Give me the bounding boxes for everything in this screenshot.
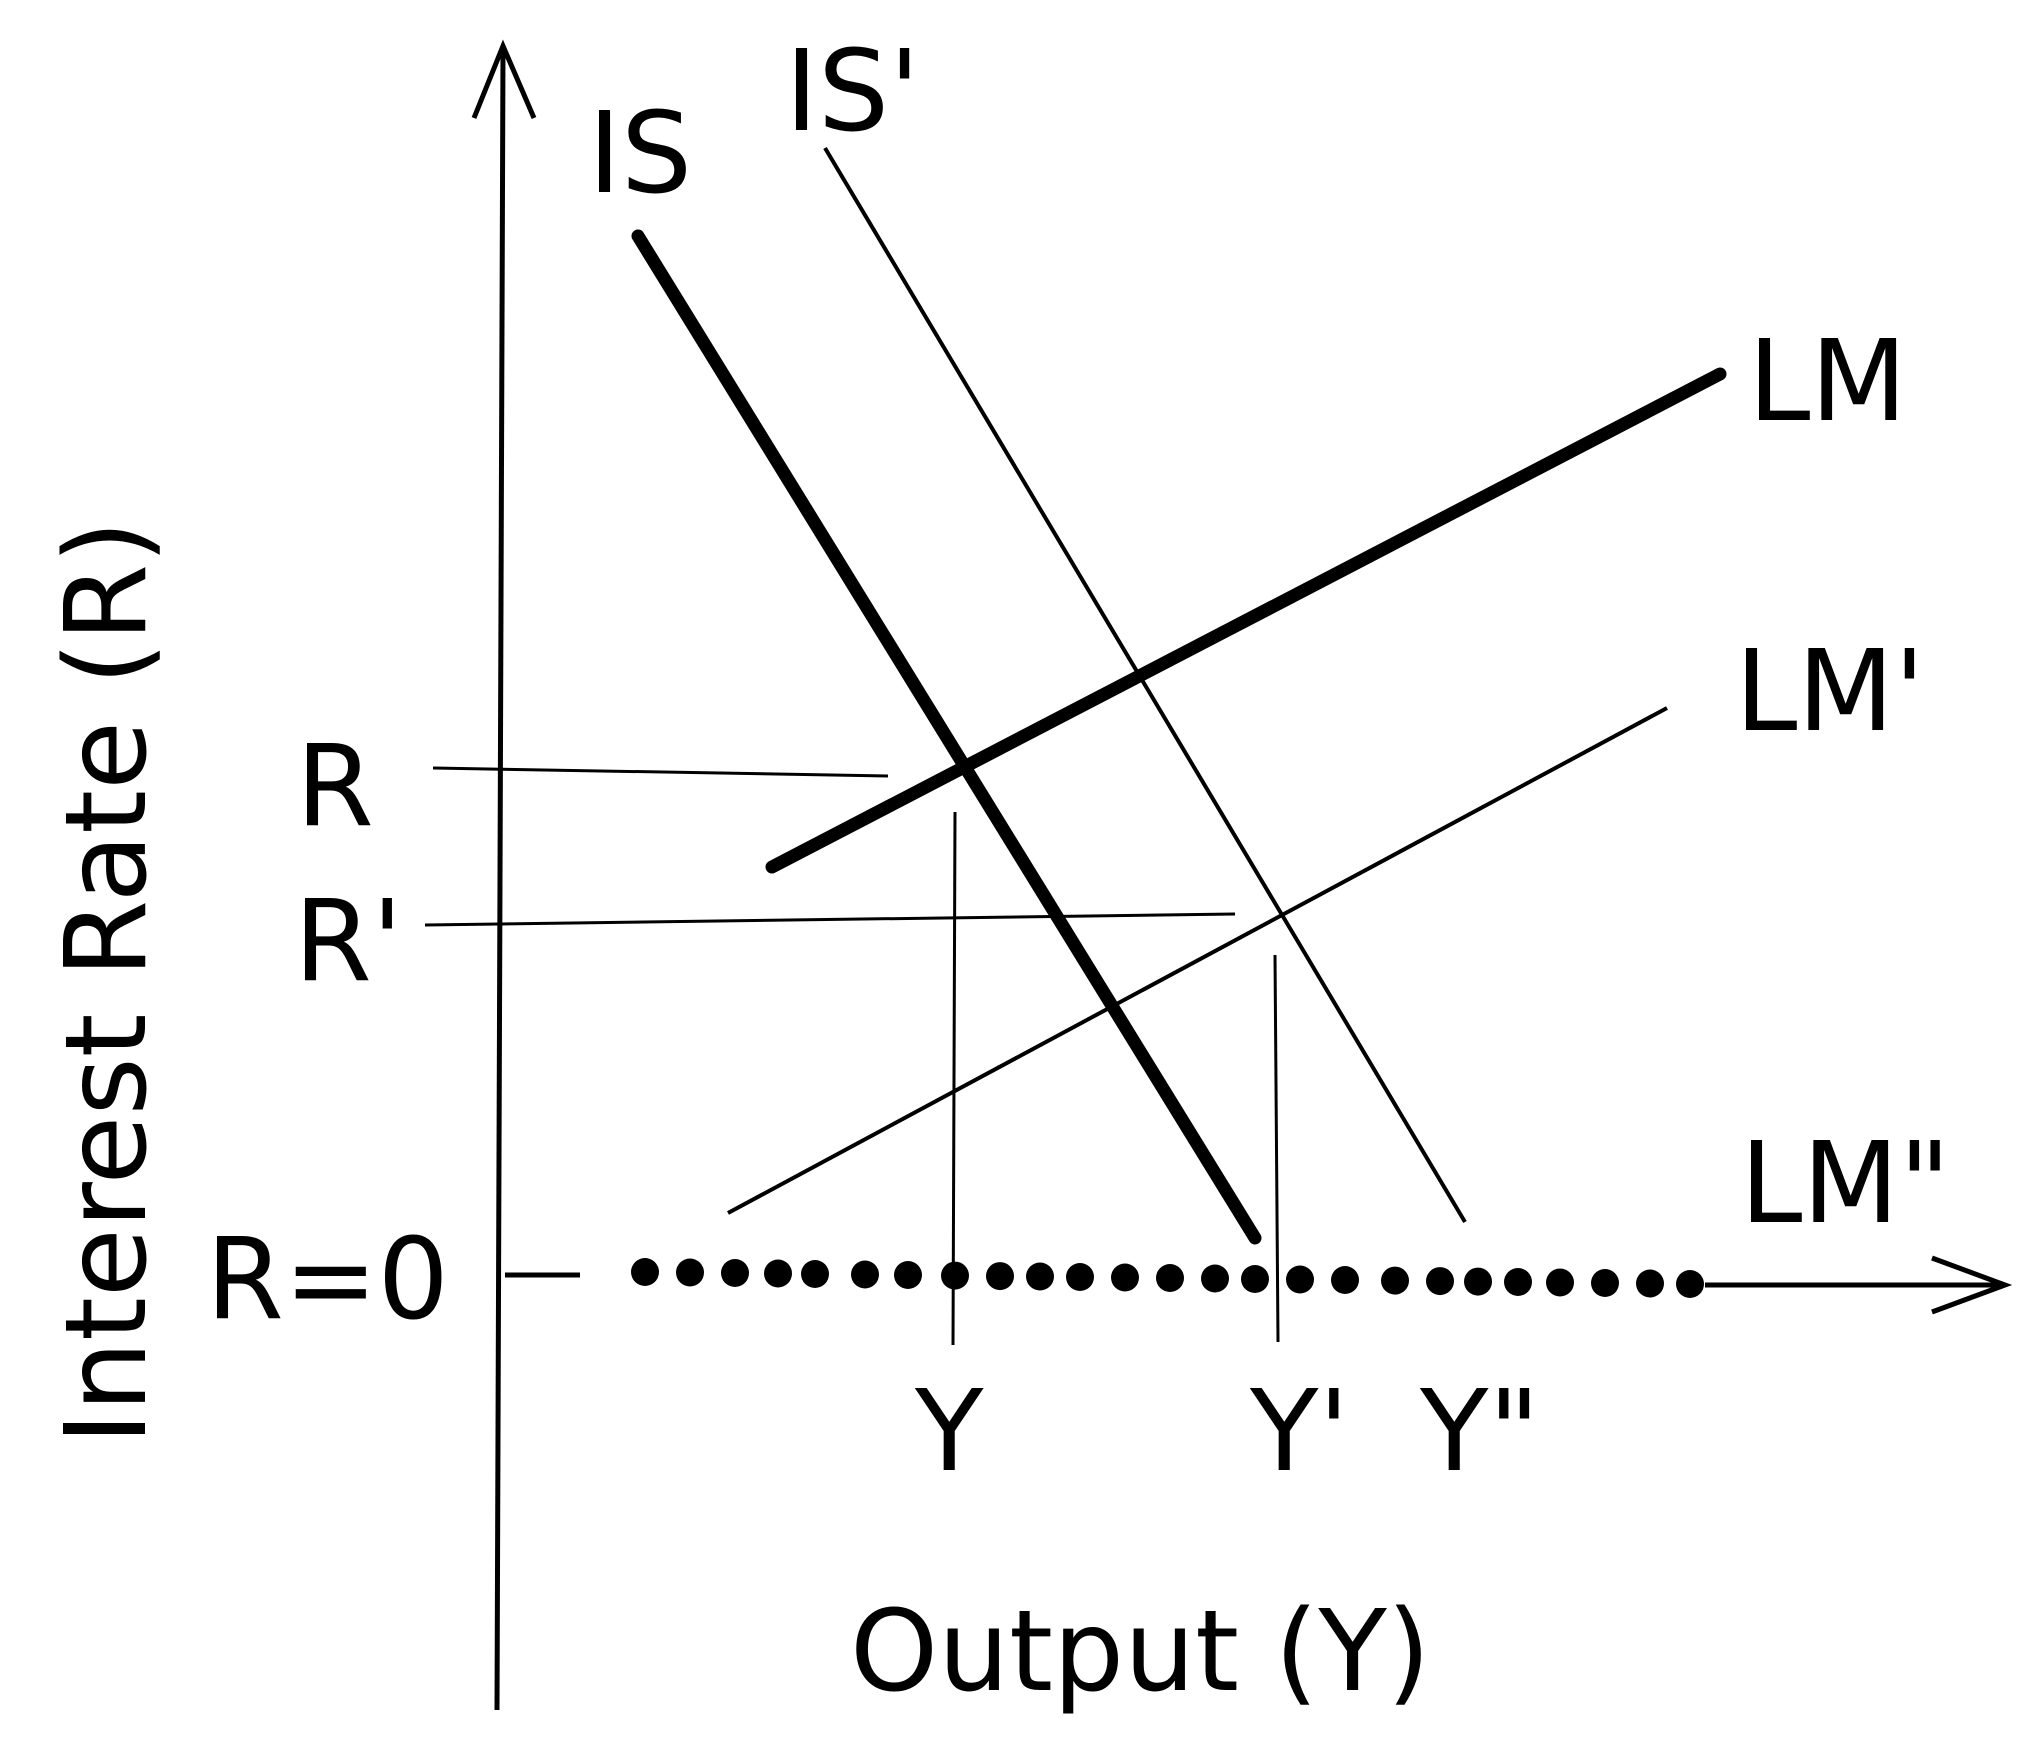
lm-dot bbox=[1026, 1262, 1054, 1291]
y-axis bbox=[494, 47, 506, 1711]
lm-double-prime-dotted-line bbox=[631, 1258, 1704, 1298]
lm-dot bbox=[894, 1261, 922, 1289]
x-axis-title: Output (Y) bbox=[850, 1587, 1430, 1717]
is-prime-curve bbox=[823, 146, 1467, 1224]
lm-dot bbox=[1504, 1268, 1532, 1296]
lm-dot bbox=[631, 1258, 659, 1286]
r-tick-label: R bbox=[296, 722, 374, 852]
lm-prime-curve bbox=[727, 706, 1668, 1215]
r-guide-line bbox=[432, 766, 889, 778]
lm-dot bbox=[1676, 1270, 1704, 1298]
y-guide-line bbox=[951, 811, 957, 1346]
lm-dot bbox=[941, 1261, 969, 1290]
lm-double-prime-label: LM" bbox=[1740, 1119, 1951, 1249]
lm-dot bbox=[1111, 1263, 1139, 1292]
y-axis-title: Interest Rate (R) bbox=[42, 520, 172, 1445]
lm-dot bbox=[1241, 1265, 1269, 1293]
x-axis-arrowhead bbox=[1931, 1255, 2013, 1315]
lm-label: LM bbox=[1748, 317, 1907, 447]
lm-dot bbox=[764, 1259, 792, 1288]
lm-dot bbox=[801, 1260, 829, 1288]
lm-dot bbox=[1636, 1269, 1664, 1298]
lm-dot bbox=[1464, 1267, 1492, 1296]
lm-dot bbox=[1426, 1267, 1454, 1296]
is-label: IS bbox=[588, 89, 692, 219]
lm-curve bbox=[765, 367, 1727, 874]
y-axis-arrowhead bbox=[471, 39, 537, 119]
lm-prime-label: LM' bbox=[1735, 627, 1925, 757]
r-prime-guide-line bbox=[424, 912, 1236, 927]
is-curve bbox=[631, 229, 1262, 1245]
lm-dot bbox=[676, 1258, 704, 1287]
lm-dot bbox=[1546, 1268, 1574, 1297]
lm-dot bbox=[1201, 1264, 1229, 1293]
lm-dot bbox=[1066, 1263, 1094, 1291]
lm-dot bbox=[986, 1262, 1014, 1291]
y-prime-tick-label: Y' bbox=[1249, 1367, 1349, 1497]
lm-dot bbox=[1156, 1264, 1184, 1292]
lm-dot bbox=[721, 1259, 749, 1287]
lm-dot bbox=[1591, 1269, 1619, 1297]
lm-dot bbox=[1381, 1266, 1409, 1295]
lm-dot bbox=[851, 1260, 879, 1289]
y-double-prime-tick-label: Y" bbox=[1419, 1367, 1540, 1497]
lm-dot bbox=[1286, 1265, 1314, 1294]
r-zero-tick-label: R=0 bbox=[206, 1215, 449, 1345]
y-tick-label: Y bbox=[914, 1367, 984, 1497]
lm-dot bbox=[1331, 1266, 1359, 1294]
is-prime-label: IS' bbox=[785, 27, 920, 157]
r-prime-tick-label: R' bbox=[294, 877, 403, 1007]
y-prime-guide-line bbox=[1273, 954, 1280, 1343]
